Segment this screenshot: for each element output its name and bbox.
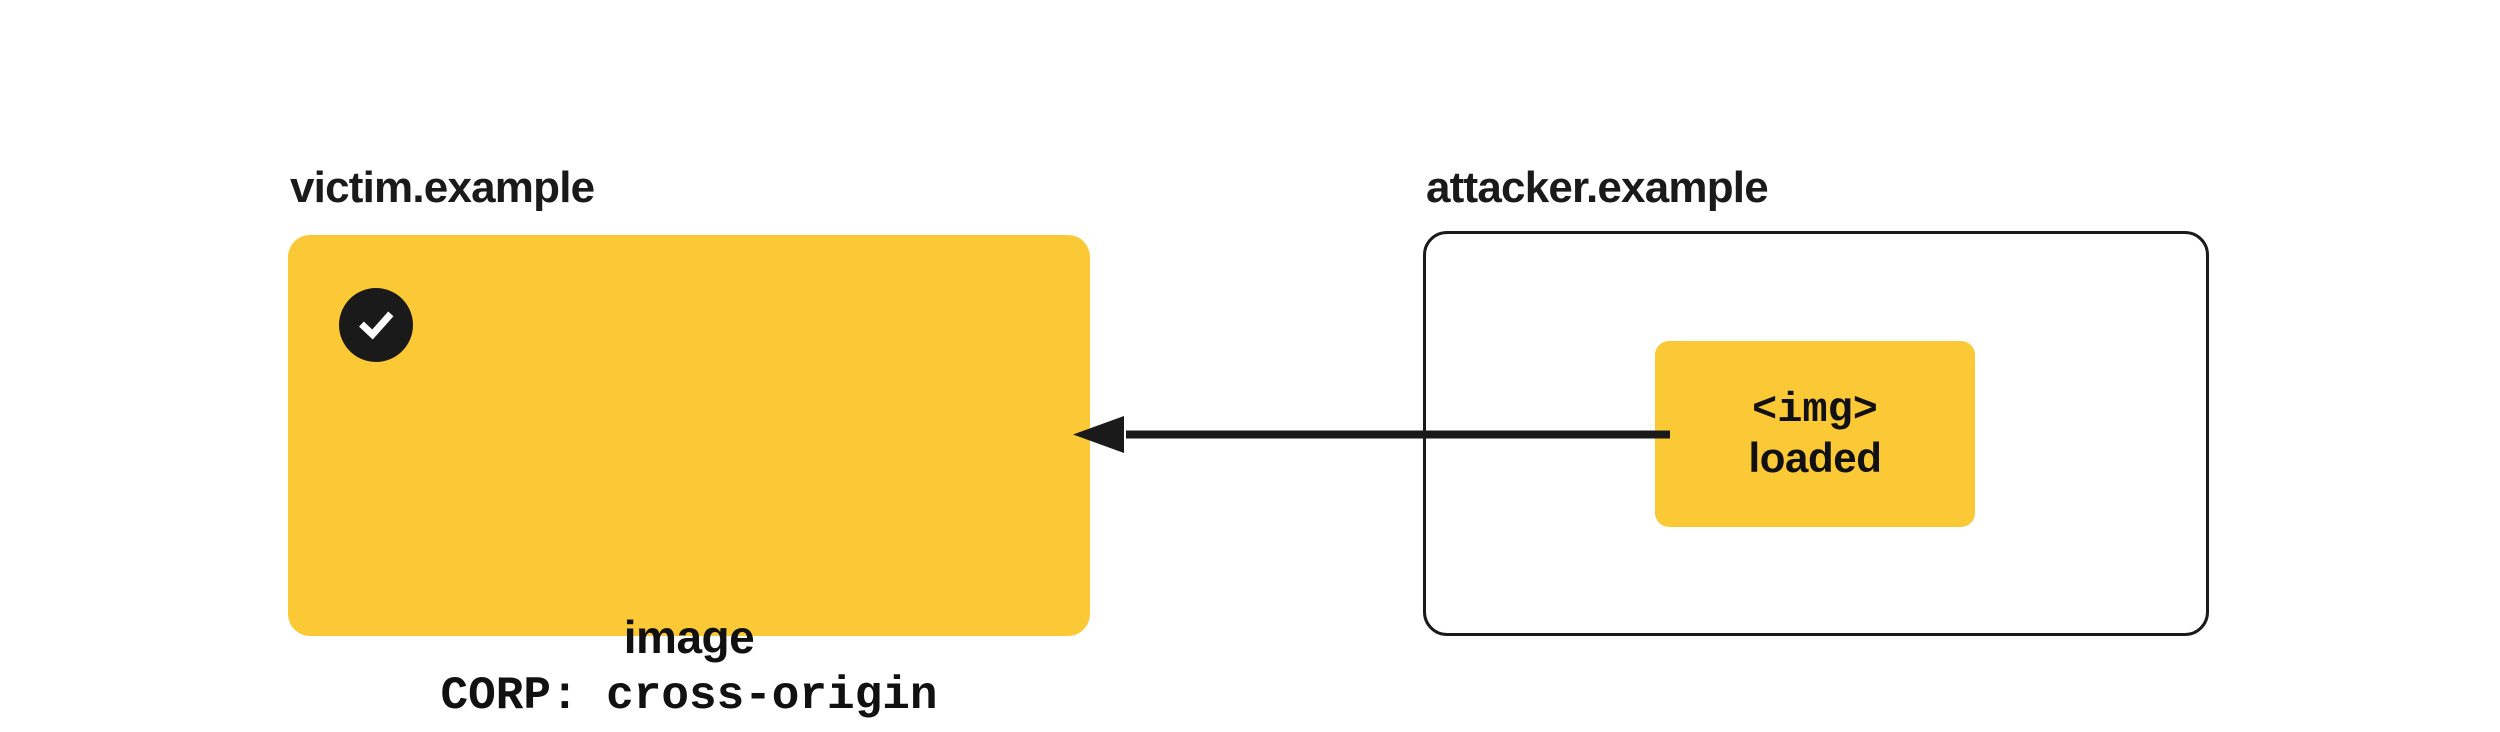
img-state-label: loaded: [1748, 434, 1882, 481]
img-tag-label: <img>: [1751, 385, 1879, 434]
attacker-img-element-box: <img> loaded: [1655, 341, 1975, 527]
victim-resource-panel: image CORP: cross-origin: [288, 235, 1090, 720]
attacker-origin-label: attacker.example: [1426, 163, 1769, 212]
victim-resource-type-label: image: [623, 611, 755, 663]
check-icon: [339, 288, 413, 362]
request-arrow-icon: [1073, 416, 1670, 453]
victim-corp-header-label: CORP: cross-origin: [440, 670, 938, 722]
victim-origin-label: victim.example: [290, 163, 595, 212]
